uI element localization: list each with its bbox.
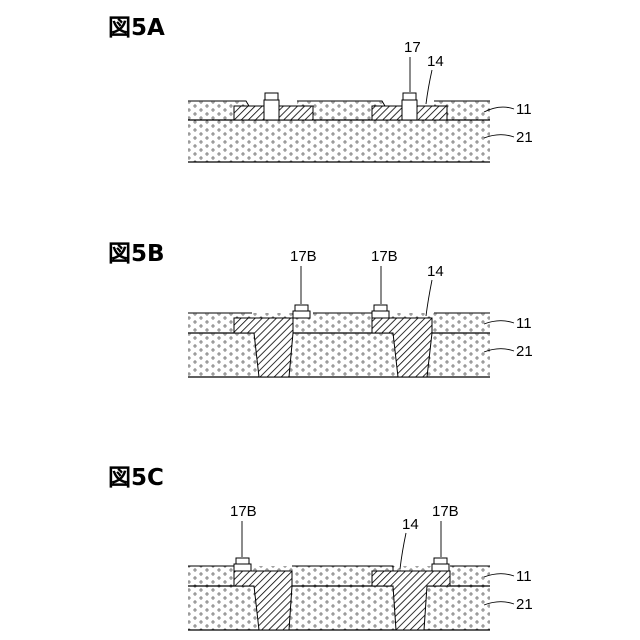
figure-5c-diagram: 17B 17B 14 11 21 [188,503,533,630]
figure-5a-diagram: 17 14 11 21 [188,39,533,162]
label-11-a: 11 [516,101,532,118]
label-17b-b-left: 17B [290,248,317,265]
cap-17b-b-2 [372,311,389,318]
pad-14-a-1 [234,106,264,120]
label-14-c: 14 [402,516,419,533]
pad-14-a-4 [417,106,447,120]
label-14-b: 14 [427,263,444,280]
cap-17b-b-1 [293,311,310,318]
cap-17b-c-2 [432,564,449,571]
label-14-a: 14 [427,53,444,70]
figure-5b-diagram: 17B 17B 14 11 21 [188,248,533,377]
substrate-21-a [188,120,490,162]
layer-11-b [188,313,490,333]
label-21-c: 21 [516,596,533,613]
cap-17b-c-1 [234,564,251,571]
label-11-b: 11 [516,315,532,332]
pad-14-a-2 [279,106,313,120]
pad-14-a-3 [372,106,402,120]
label-17b-c-left: 17B [230,503,257,520]
label-17b-c-right: 17B [432,503,459,520]
label-21-a: 21 [516,129,533,146]
label-21-b: 21 [516,343,533,360]
via-17-a-1 [264,100,279,120]
substrate-21-b [188,333,490,377]
label-11-c: 11 [516,568,532,585]
substrate-21-c [188,586,490,630]
label-17-a: 17 [404,39,421,56]
label-17b-b-right: 17B [371,248,398,265]
via-17-a-2 [402,100,417,120]
